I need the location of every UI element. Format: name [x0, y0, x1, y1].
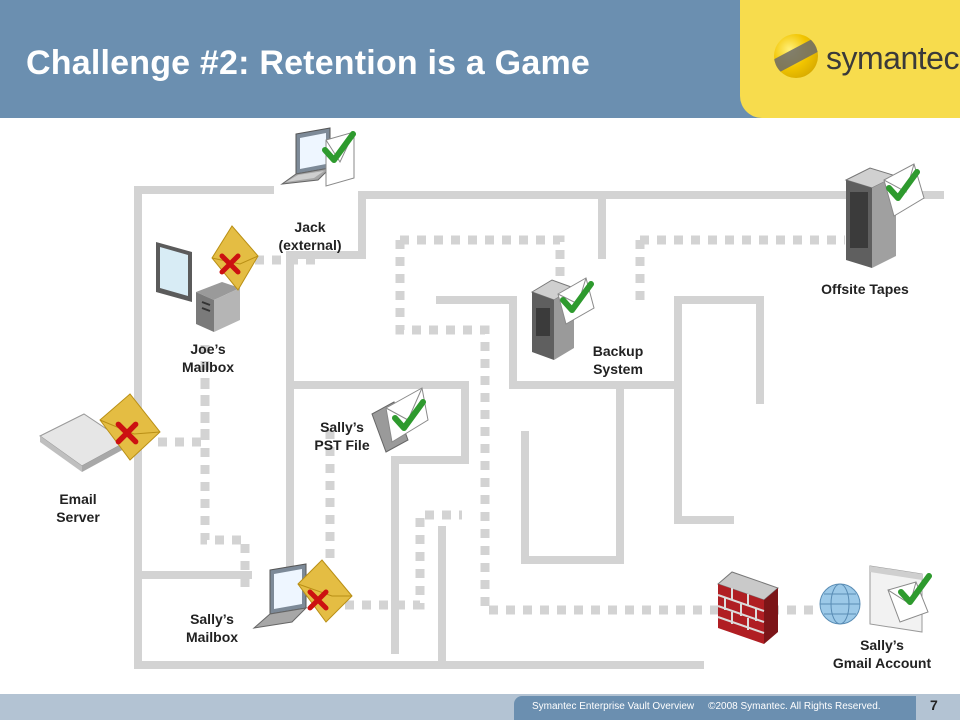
sally-mailbox-label-line2: Mailbox	[185, 629, 239, 645]
jack-laptop-icon	[280, 127, 355, 187]
data-path-offsite	[635, 235, 845, 305]
maze-diagram	[134, 186, 944, 669]
email-server-icon	[39, 393, 161, 472]
brand-logo-text: symantec.TM	[826, 40, 960, 76]
joe-label-line2: Mailbox	[181, 359, 235, 375]
joe-label: Joe’s Mailbox	[168, 340, 248, 376]
gmail-label-line2: Gmail Account	[832, 655, 932, 671]
data-path-joe-sally	[200, 380, 250, 590]
page-number: 7	[930, 697, 938, 713]
email-server-cross-icon	[115, 421, 139, 445]
backup-label: Backup System	[578, 342, 658, 378]
footer-bar	[514, 696, 916, 720]
data-path-backup	[395, 235, 720, 615]
logo-panel: symantec.TM	[740, 0, 960, 118]
email-server-label: Email Server	[38, 490, 118, 526]
offsite-tower-icon	[844, 163, 925, 268]
sally-laptop-icon	[252, 559, 353, 629]
offsite-label-line1: Offsite Tapes	[821, 281, 909, 297]
email-server-label-line2: Server	[56, 509, 100, 525]
maze-outer-wall	[134, 186, 704, 669]
footer-title: Symantec Enterprise Vault Overview	[532, 701, 695, 712]
footer-text: Symantec Enterprise Vault Overview ©2008 …	[532, 701, 881, 712]
slide-title: Challenge #2: Retention is a Game	[26, 44, 590, 82]
symantec-logo-icon	[774, 34, 818, 78]
email-server-label-line1: Email	[59, 491, 97, 507]
gmail-label: Sally’s Gmail Account	[820, 636, 944, 672]
gmail-check-icon	[898, 573, 932, 605]
sally-pst-label: Sally’s PST File	[302, 418, 382, 454]
backup-label-line2: System	[593, 361, 643, 377]
maze-wall	[674, 296, 764, 524]
jack-check-icon	[322, 131, 356, 163]
backup-label-line1: Backup	[592, 343, 644, 359]
sally-mailbox-label-line1: Sally’s	[190, 611, 234, 627]
maze-wall	[286, 191, 944, 259]
joe-desktop-icon	[156, 225, 259, 332]
jack-label: Jack (external)	[270, 218, 350, 254]
joe-label-line1: Joe’s	[190, 341, 226, 357]
sally-pst-check-icon	[392, 399, 426, 431]
joe-cross-icon	[219, 253, 241, 275]
jack-label-line2: (external)	[278, 237, 342, 253]
firewall-icon	[717, 571, 779, 644]
maze-wall	[391, 381, 469, 654]
backup-check-icon	[560, 281, 594, 313]
gmail-label-line1: Sally’s	[860, 637, 904, 653]
sally-pst-label-line1: Sally’s	[320, 419, 364, 435]
jack-label-line1: Jack	[294, 219, 326, 235]
offsite-label: Offsite Tapes	[810, 280, 920, 298]
sally-pst-file-icon	[371, 387, 429, 453]
sally-pst-label-line2: PST File	[314, 437, 370, 453]
offsite-check-icon	[886, 169, 920, 201]
sally-mailbox-cross-icon	[307, 589, 329, 611]
sally-mailbox-label: Sally’s Mailbox	[172, 610, 252, 646]
data-path-sally-out	[345, 510, 462, 610]
footer-copyright: ©2008 Symantec. All Rights Reserved.	[708, 701, 881, 712]
